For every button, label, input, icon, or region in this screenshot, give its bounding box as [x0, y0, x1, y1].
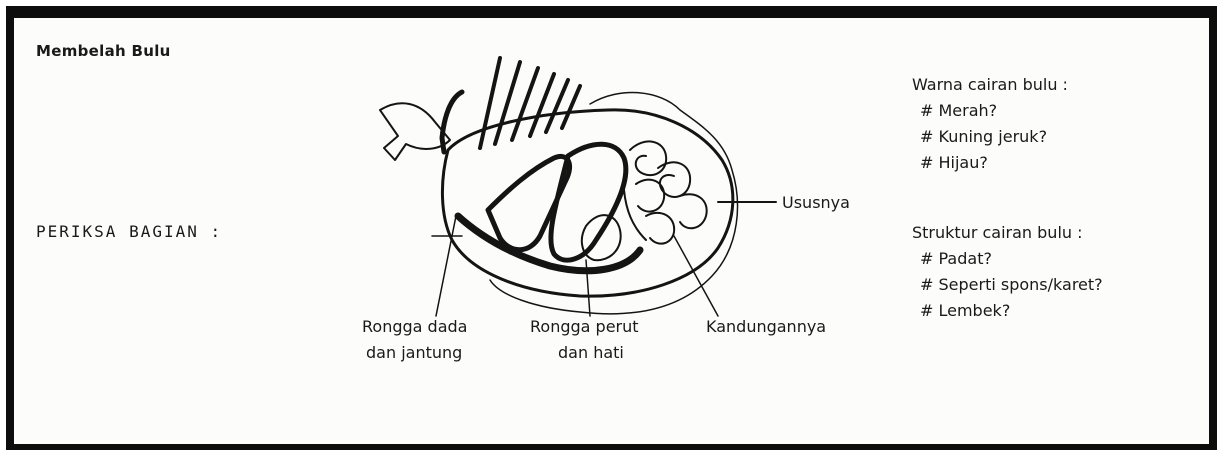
rongga-perut-shape — [551, 144, 626, 260]
struktur-cairan-list: Struktur cairan bulu : # Padat? # Sepert… — [912, 220, 1103, 324]
warna-heading: Warna cairan bulu : — [912, 72, 1068, 98]
usus-coils — [624, 141, 707, 243]
label-rongga-dada-line1: Rongga dada — [362, 314, 467, 340]
label-rongga-perut-line2: dan hati — [558, 340, 624, 366]
label-kandungannya: Kandungannya — [706, 314, 826, 340]
holder-hook — [442, 92, 462, 152]
struktur-item: # Seperti spons/karet? — [912, 272, 1103, 298]
struktur-item: # Lembek? — [912, 298, 1103, 324]
struktur-item: # Padat? — [912, 246, 1103, 272]
tweezer-outline — [380, 103, 450, 160]
struktur-heading: Struktur cairan bulu : — [912, 220, 1103, 246]
label-rongga-dada-line2: dan jantung — [366, 340, 462, 366]
figure-title: Membelah Bulu — [36, 42, 171, 60]
leader-rongga-dada — [436, 216, 456, 316]
warna-item: # Merah? — [912, 98, 1068, 124]
label-rongga-perut-line1: Rongga perut — [530, 314, 639, 340]
label-ususnya: Ususnya — [782, 190, 850, 216]
warna-item: # Kuning jeruk? — [912, 124, 1068, 150]
outer-wavy-contour — [490, 93, 737, 314]
warna-item: # Hijau? — [912, 150, 1068, 176]
warna-cairan-list: Warna cairan bulu : # Merah? # Kuning je… — [912, 72, 1068, 176]
periksa-bagian-label: PERIKSA BAGIAN : — [36, 222, 222, 241]
barb-hatching — [480, 58, 580, 148]
